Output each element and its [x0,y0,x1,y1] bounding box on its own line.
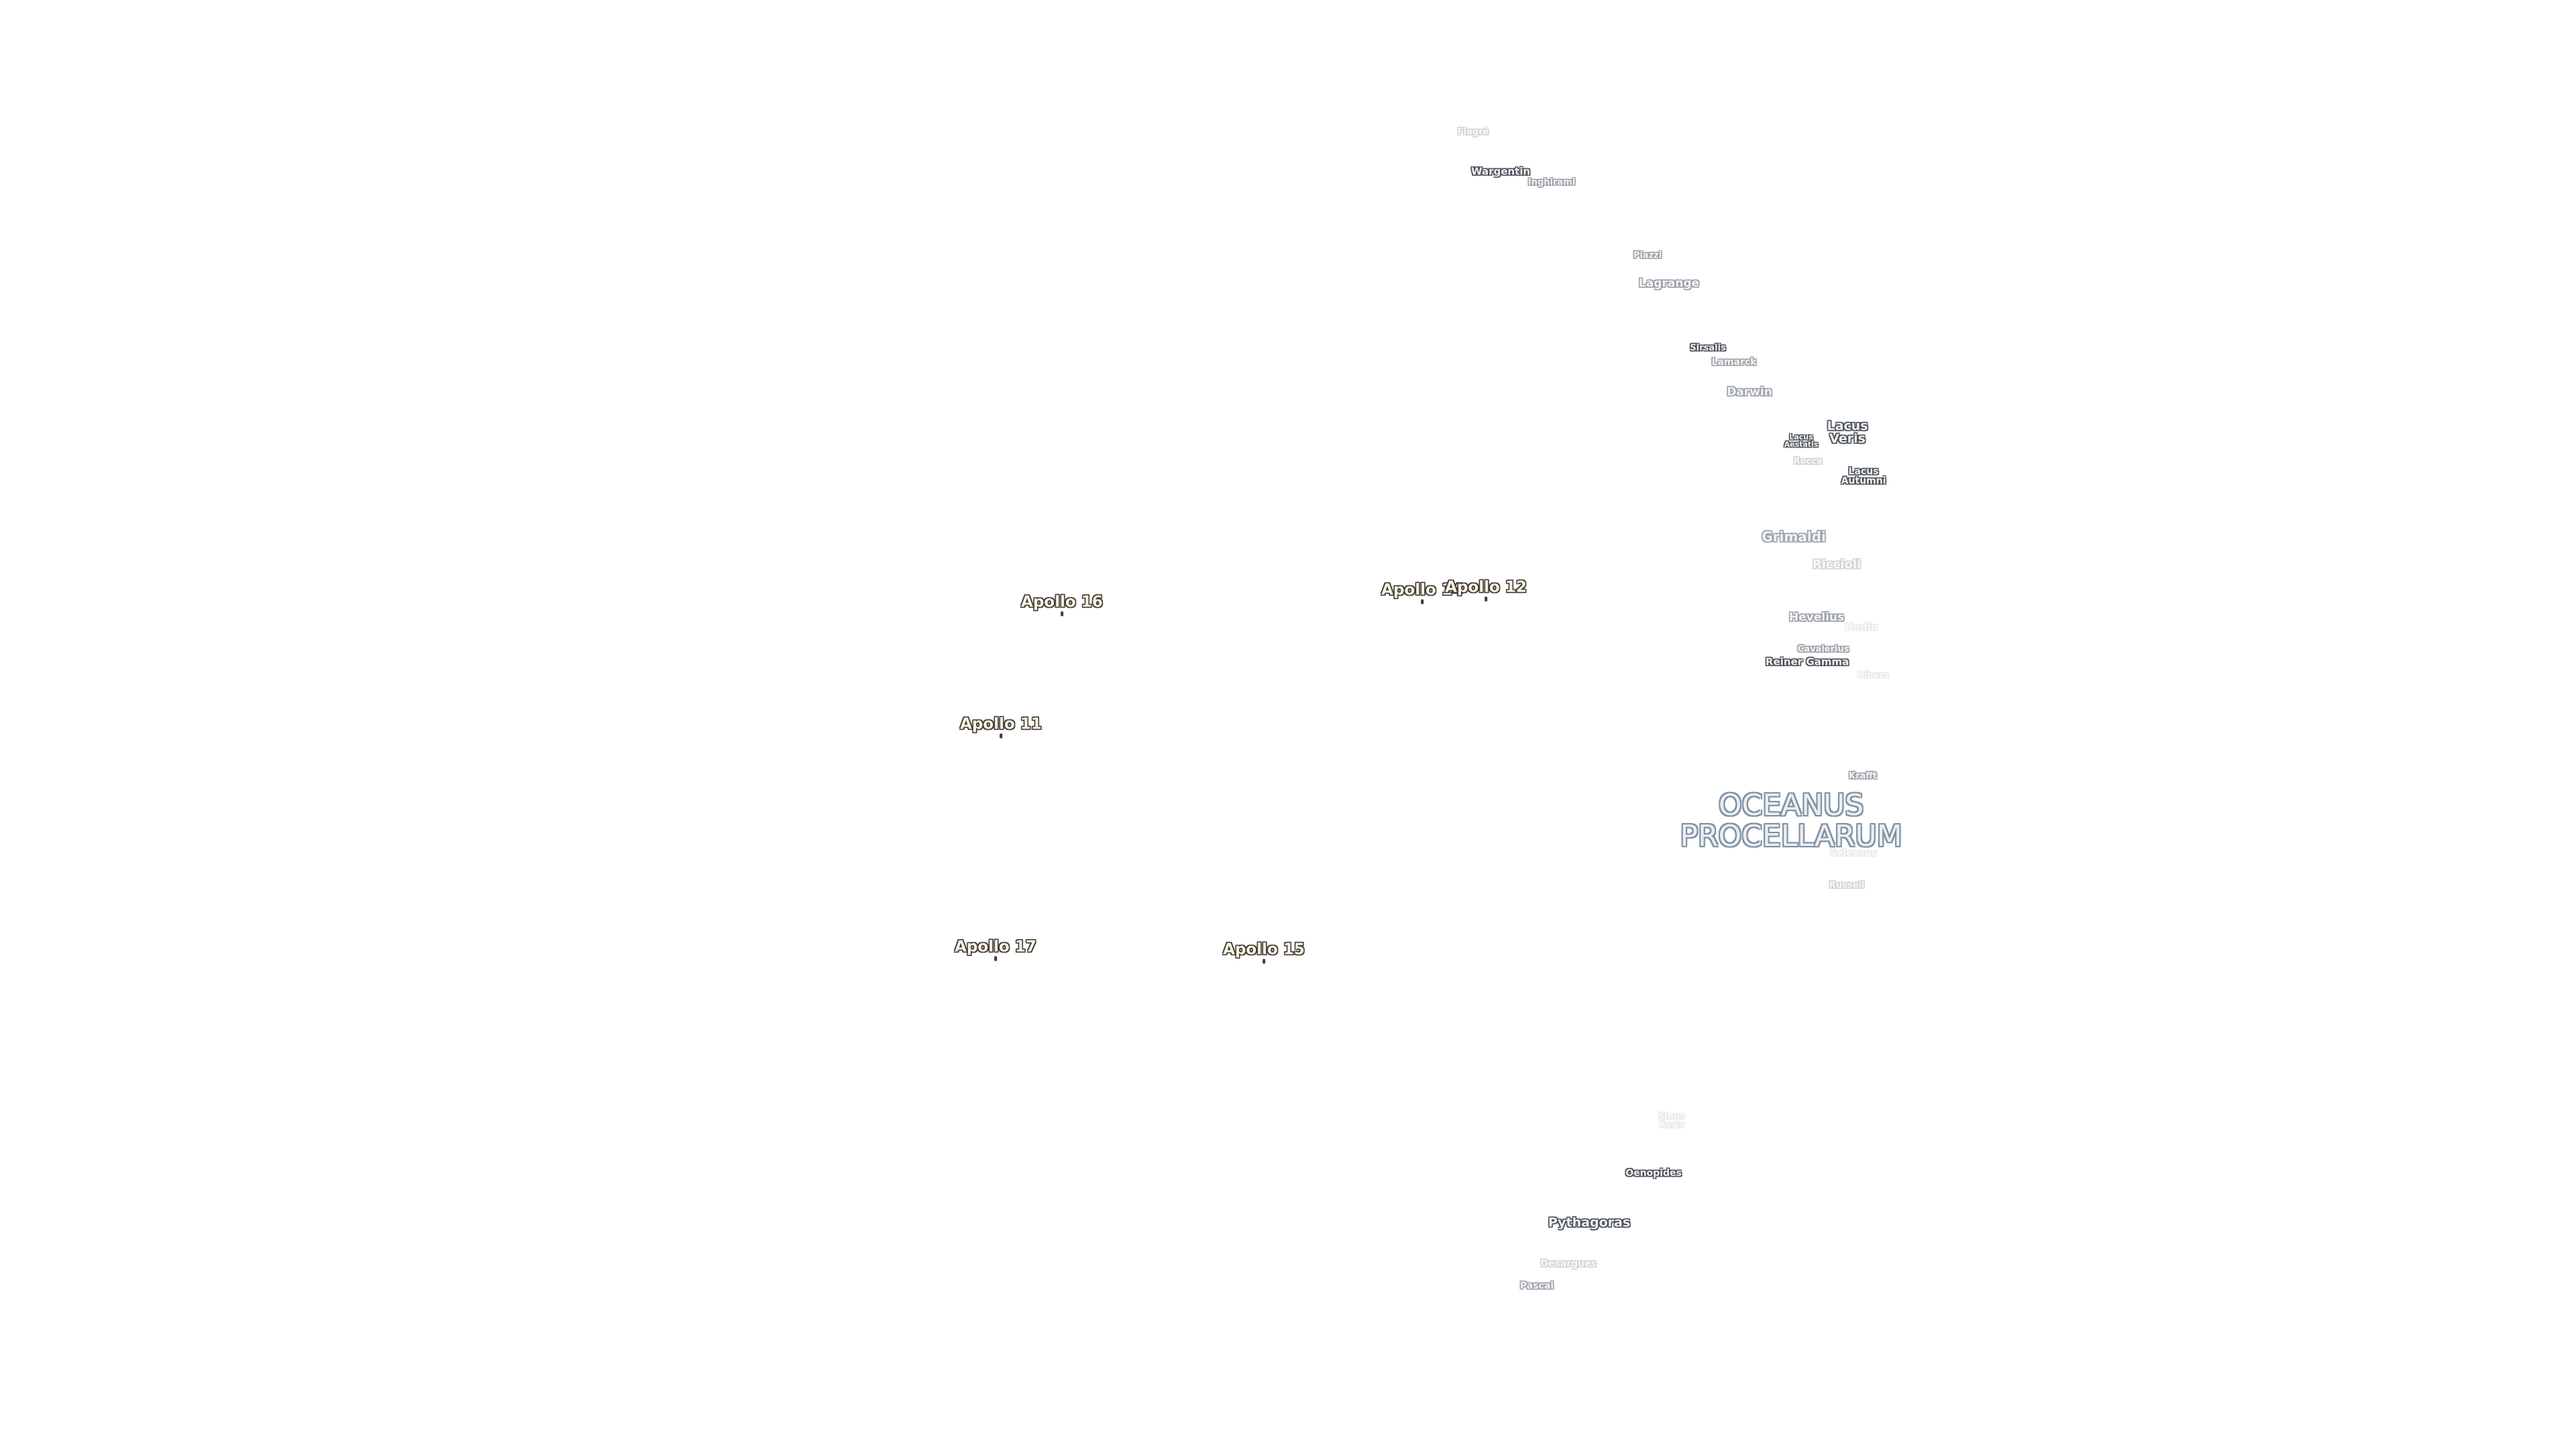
feature-label[interactable]: Riccioli [1813,559,1861,571]
apollo-site-text: Apollo 14 [1381,581,1463,599]
feature-label-text: Lacus Autumni [1841,466,1886,486]
feature-label-text: Lacus Veris [1827,419,1868,446]
apollo-site-label[interactable]: Apollo 11 [960,715,1042,739]
feature-label-text: Krafft [1848,771,1878,782]
feature-label[interactable]: Flagrè [1458,128,1489,137]
feature-label-text: Wargentin [1470,165,1531,178]
feature-label-text: Grimaldi [1762,529,1826,545]
feature-label-text: Inghirami [1527,177,1576,188]
feature-label-text: Olbers [1857,670,1889,681]
landing-site-marker-icon [1061,611,1063,616]
feature-label[interactable]: Hevelius [1789,612,1844,624]
apollo-site-label[interactable]: Apollo 17 [955,938,1036,961]
feature-label-text: Pythagoras [1548,1215,1631,1230]
apollo-site-text: Apollo 15 [1223,941,1305,959]
feature-label-text: Reiner Gamma [1765,655,1849,668]
landing-site-marker-icon [1263,959,1265,964]
feature-label-text: Flagrè [1457,127,1489,138]
feature-label[interactable]: Lacus Autumni [1841,467,1886,486]
feature-label[interactable]: Lacus Aestatis [1784,433,1819,448]
feature-label[interactable]: Grimaldi [1762,530,1826,543]
feature-label-text: Rocca [1793,456,1823,467]
apollo-site-text: Apollo 12 [1445,578,1527,596]
feature-label[interactable]: Piazzi [1633,252,1662,260]
feature-label-text: Desargues [1540,1258,1597,1269]
feature-label-text: Lagrange [1638,276,1700,290]
sea-label-text: OCEANUS PROCELLARUM [1680,788,1902,853]
feature-label-text: Sinus Roris [1658,1112,1686,1130]
feature-label[interactable]: Reiner Gamma [1766,657,1849,667]
feature-label[interactable]: Seleucus [1830,849,1877,858]
feature-label[interactable]: Darwin [1727,385,1772,399]
feature-label-text: Pascal [1519,1281,1554,1291]
feature-label-text: Piazzi [1633,250,1662,261]
feature-label-text: Hevelius [1788,610,1845,625]
feature-label[interactable]: Lagrange [1639,278,1699,290]
apollo-site-text: Apollo 16 [1021,593,1103,611]
apollo-site-label[interactable]: Apollo 15 [1223,941,1305,964]
landing-site-marker-icon [1000,733,1002,739]
feature-label[interactable]: Cavalerius [1798,645,1849,654]
apollo-site-label[interactable]: Apollo 16 [1021,593,1103,616]
apollo-site-label[interactable]: Apollo 12 [1445,578,1527,602]
feature-label-text: Cavalerius [1797,644,1849,655]
feature-label[interactable]: Pascal [1520,1281,1554,1291]
feature-label[interactable]: Russell [1829,881,1864,890]
feature-label[interactable]: Desargues [1540,1259,1597,1269]
sea-label-oceanus-procellarum[interactable]: OCEANUS PROCELLARUM [1680,790,1902,852]
feature-label-text: Lamarck [1711,357,1757,368]
apollo-site-text: Apollo 17 [955,938,1036,956]
feature-label-text: Hedin [1845,621,1878,633]
landing-site-marker-icon [1485,596,1487,602]
landing-site-marker-icon [1421,599,1424,604]
feature-label[interactable]: Sirsalis [1690,344,1725,353]
feature-label[interactable]: Hedin [1845,621,1878,633]
feature-label[interactable]: Olbers [1857,672,1889,680]
feature-label[interactable]: Pythagoras [1548,1215,1631,1230]
feature-label[interactable]: Sinus Roris [1658,1112,1685,1130]
feature-label-text: Lacus Aestatis [1784,433,1819,449]
feature-label[interactable]: Inghirami [1528,178,1575,187]
feature-label-text: Russell [1829,880,1865,891]
feature-label[interactable]: Rocca [1793,458,1822,466]
apollo-site-label[interactable]: Apollo 14 [1381,581,1463,604]
apollo-site-text: Apollo 11 [960,715,1042,733]
feature-label-text: Darwin [1727,385,1772,399]
feature-label[interactable]: Wargentin [1470,165,1531,178]
feature-label-text: Seleucus [1829,848,1878,859]
feature-label[interactable]: Oenopides [1625,1169,1682,1178]
feature-label[interactable]: Krafft [1849,772,1877,781]
landing-site-marker-icon [994,956,997,961]
feature-label-text: Oenopides [1625,1168,1682,1179]
feature-label-text: Sirsalis [1690,343,1726,354]
feature-label[interactable]: Lamarck [1712,358,1757,367]
feature-label[interactable]: Lacus Veris [1827,420,1868,445]
feature-label-text: Riccioli [1812,557,1862,572]
